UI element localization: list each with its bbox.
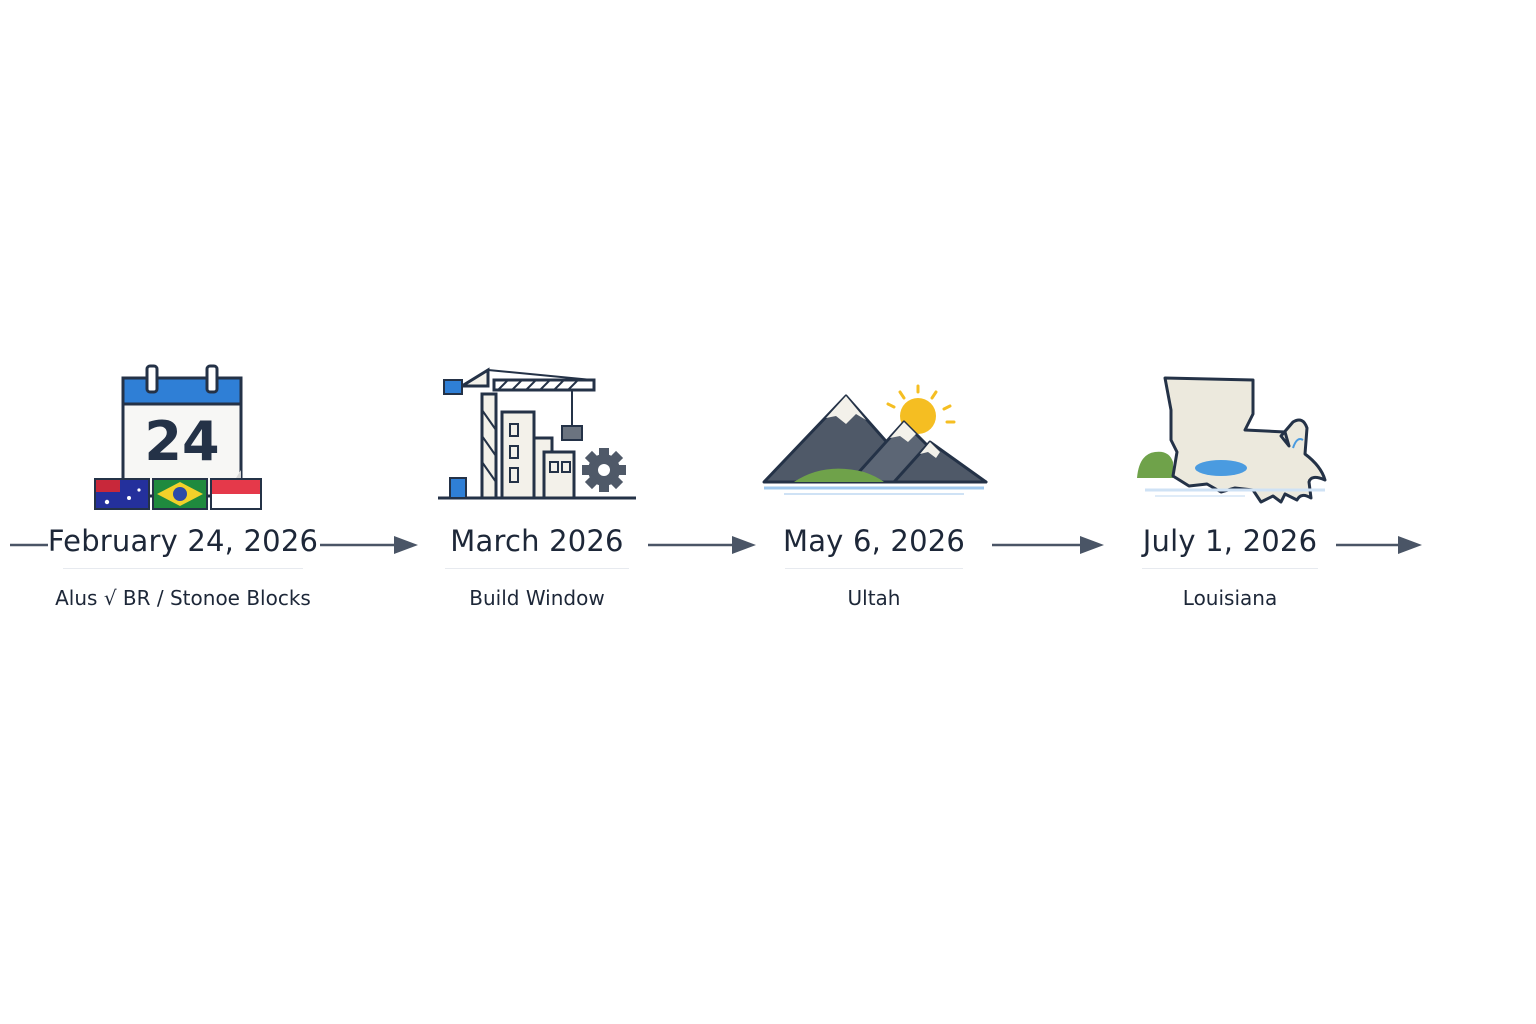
milestone-label: Build Window	[469, 586, 605, 610]
construction-crane-icon	[438, 367, 636, 500]
milestone-label: Ultah	[847, 586, 901, 610]
timeline-start-line	[10, 543, 48, 547]
calendar-flags-icon: 24	[94, 364, 262, 510]
flag-australia-icon	[94, 478, 150, 510]
timeline-arrow-3	[992, 536, 1104, 554]
milestone-date: March 2026	[450, 524, 624, 558]
milestone-label: Alus √ BR / Stonoe Blocks	[55, 586, 311, 610]
milestone-date: May 6, 2026	[782, 524, 966, 558]
date-underline	[785, 568, 963, 569]
date-underline	[63, 568, 303, 569]
milestone-february: 24 February 24, 2026 Alus √ BR / Stonoe …	[33, 340, 333, 630]
louisiana-map-icon	[1137, 376, 1327, 504]
calendar-day-number: 24	[144, 410, 219, 473]
timeline-end-arrow	[1336, 536, 1422, 554]
milestone-label: Louisiana	[1182, 586, 1278, 610]
date-underline	[445, 568, 629, 569]
mountain-sun-icon	[762, 384, 988, 495]
flag-brazil-icon	[152, 478, 208, 510]
milestone-july: July 1, 2026 Louisiana	[1080, 340, 1380, 630]
milestone-march: March 2026 Build Window	[387, 340, 687, 630]
timeline-arrow-1	[320, 536, 418, 554]
milestone-date: July 1, 2026	[1142, 524, 1318, 558]
flag-red-white-icon	[210, 478, 262, 510]
milestone-date: February 24, 2026	[47, 524, 319, 558]
milestone-may: May 6, 2026 Ultah	[724, 340, 1024, 630]
timeline-arrow-2	[648, 536, 756, 554]
gear-icon	[582, 448, 626, 492]
date-underline	[1142, 568, 1318, 569]
